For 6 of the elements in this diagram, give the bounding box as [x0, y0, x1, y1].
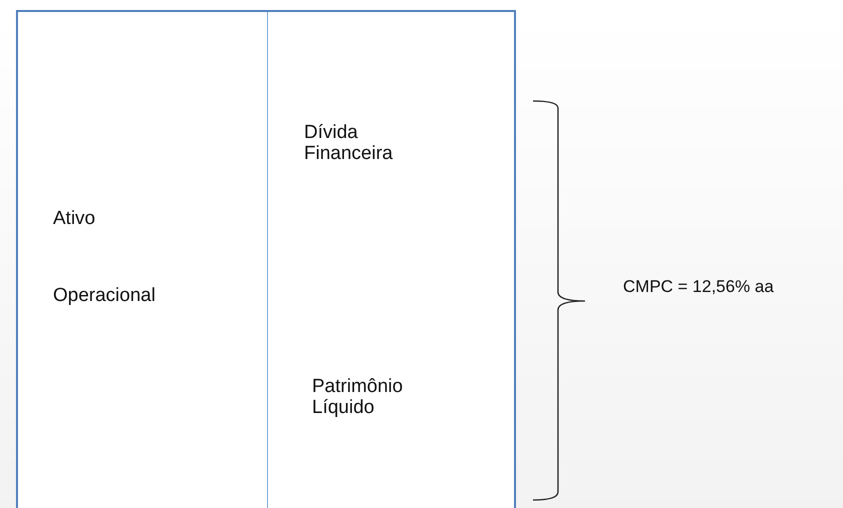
account-label: Operacional [53, 285, 156, 306]
account-label: Dívida Financeira [304, 122, 394, 164]
account-label: Ativo [53, 208, 96, 229]
rate-label: CMPC = 12,56% aa [623, 277, 774, 297]
balance-sheet-box [16, 10, 516, 508]
account-label: Patrimônio Líquido [312, 376, 404, 418]
